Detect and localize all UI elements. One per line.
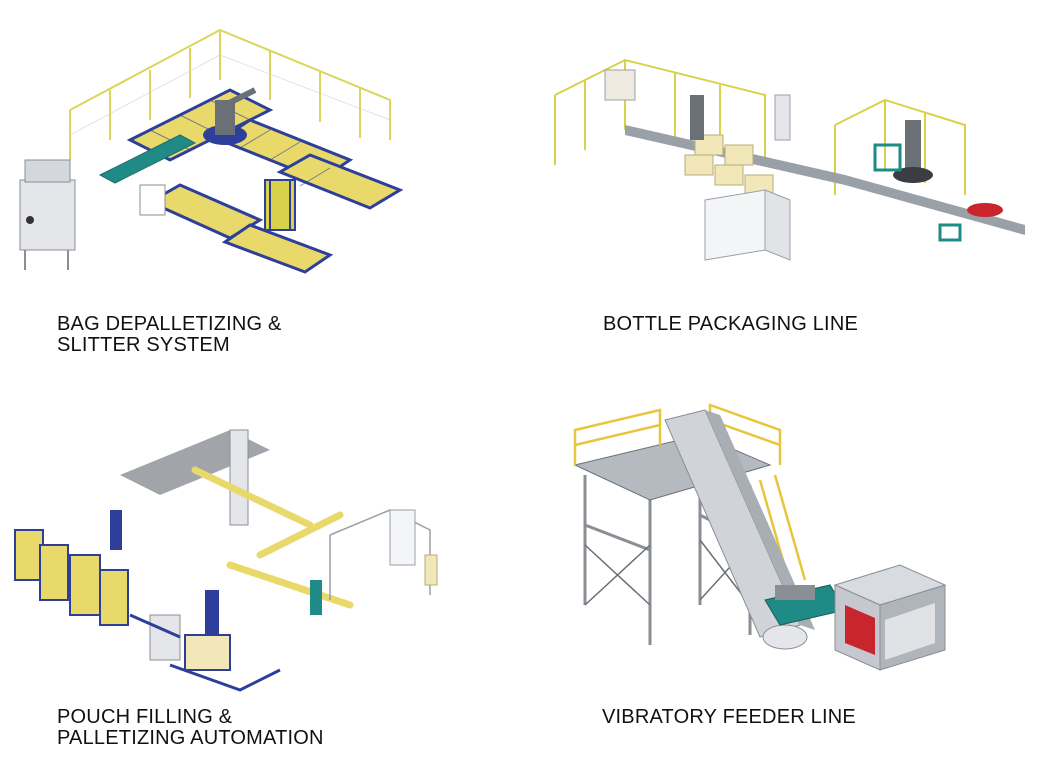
bottle-packaging-illustration bbox=[554, 58, 1025, 261]
panel-bag-depalletizing: BAG DEPALLETIZING & SLITTER SYSTEM bbox=[0, 0, 520, 380]
bag-depalletizing-illustration bbox=[19, 28, 404, 274]
pouch-filling-illustration bbox=[14, 429, 438, 692]
panel-pouch-filling: POUCH FILLING & PALLETIZING AUTOMATION bbox=[0, 380, 520, 757]
caption-bag-depalletizing: BAG DEPALLETIZING & SLITTER SYSTEM bbox=[57, 313, 282, 356]
vibratory-feeder-illustration bbox=[573, 403, 947, 671]
caption-vibratory-feeder: VIBRATORY FEEDER LINE bbox=[602, 706, 856, 728]
panel-bottle-packaging: BOTTLE PACKAGING LINE bbox=[520, 0, 1042, 380]
caption-pouch-filling: POUCH FILLING & PALLETIZING AUTOMATION bbox=[57, 706, 324, 749]
caption-bottle-packaging: BOTTLE PACKAGING LINE bbox=[603, 313, 859, 335]
panel-vibratory-feeder: VIBRATORY FEEDER LINE bbox=[520, 380, 1042, 757]
